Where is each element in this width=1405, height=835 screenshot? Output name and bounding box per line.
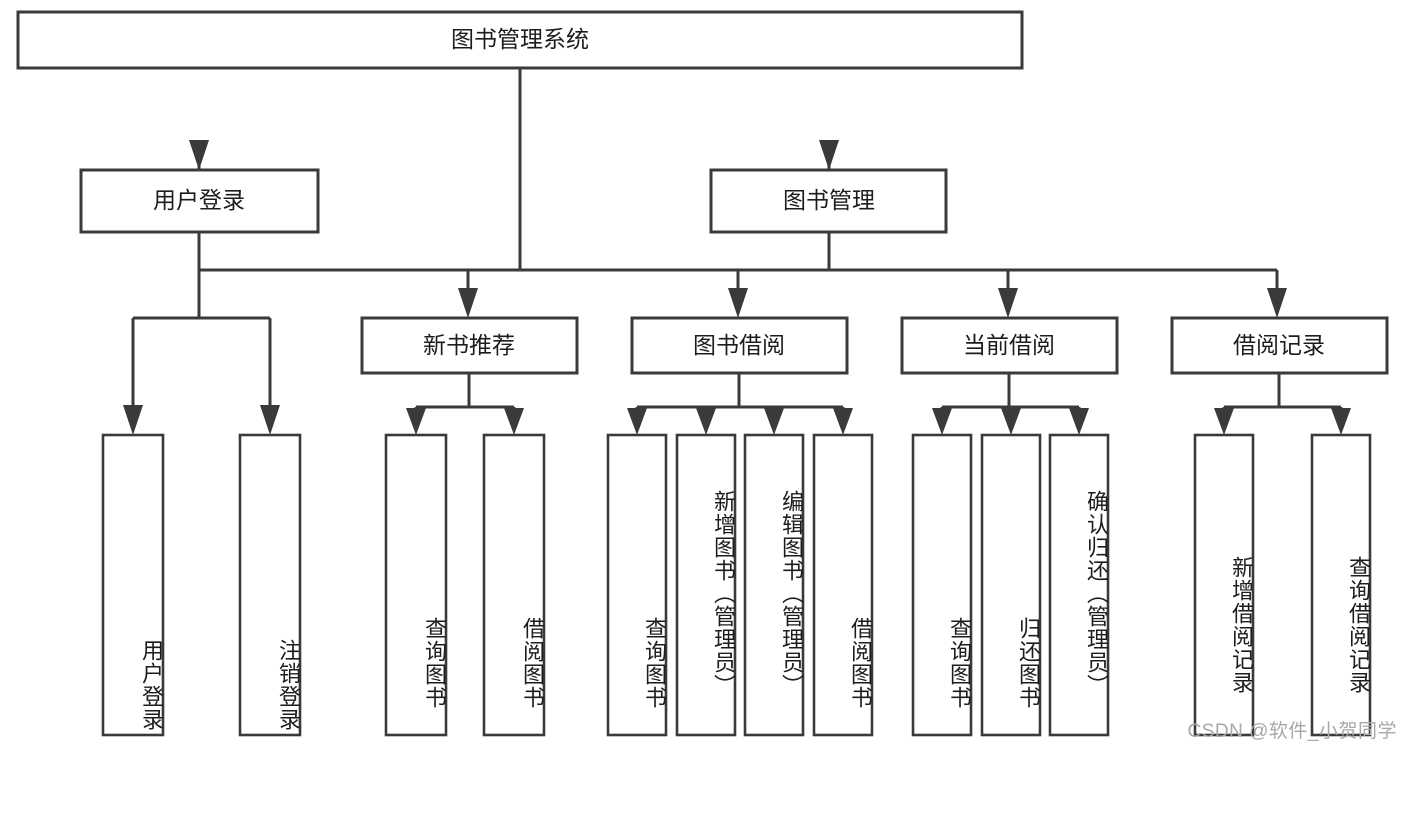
leaf-box-query-book-2[interactable]	[606, 433, 668, 737]
arrowhead-leaf-logout	[260, 405, 280, 435]
arrowhead-bb-leaf1	[627, 408, 647, 435]
borrow-record-box[interactable]	[1170, 316, 1389, 375]
arrowhead-book-manage	[819, 140, 839, 170]
arrowhead-borrow-record	[1267, 288, 1287, 318]
book-manage-box[interactable]	[709, 168, 948, 234]
arrowhead-newbook-leaf1	[406, 408, 426, 435]
user-login-box[interactable]	[79, 168, 320, 234]
arrowhead-current-borrow	[998, 288, 1018, 318]
node-current-borrow[interactable]: 当前借阅	[900, 316, 1119, 375]
leaf-box-return-book[interactable]	[980, 433, 1042, 737]
arrowhead-leaf-user-login	[123, 405, 143, 435]
leaf-box-borrow-book-1[interactable]	[482, 433, 546, 737]
connector-layer	[123, 68, 1351, 435]
arrowhead-user-login	[189, 140, 209, 170]
leaf-box-borrow-book-2[interactable]	[812, 433, 874, 737]
node-book-borrow[interactable]: 图书借阅	[630, 316, 849, 375]
arrowhead-bb-leaf3	[764, 408, 784, 435]
node-book-manage[interactable]: 图书管理	[709, 168, 948, 234]
leaf-box-edit-book[interactable]	[743, 433, 805, 737]
leaf-box-query-book-3[interactable]	[911, 433, 973, 737]
arrowhead-br-leaf1	[1214, 408, 1234, 435]
book-manage-label: 图书管理	[783, 187, 875, 213]
leaf-box-query-book-1[interactable]	[384, 433, 448, 737]
root-box[interactable]	[16, 10, 1024, 70]
user-login-label: 用户登录	[153, 187, 245, 213]
watermark-text: CSDN @软件_小贺同学	[1187, 721, 1397, 742]
arrowhead-bb-leaf4	[833, 408, 853, 435]
leaf-box-confirm-return[interactable]	[1048, 433, 1110, 737]
arrowhead-new-book	[458, 288, 478, 318]
arrowhead-br-leaf2	[1331, 408, 1351, 435]
book-borrow-label: 图书借阅	[693, 332, 785, 358]
node-user-login[interactable]: 用户登录	[79, 168, 320, 234]
borrow-record-label: 借阅记录	[1233, 332, 1325, 358]
arrowhead-cb-leaf1	[932, 408, 952, 435]
tree-diagram-svg: 图书管理系统 用户登录 图书管理 新书推荐 图书借阅 当前借阅 借阅记录	[16, 10, 1389, 737]
root-label: 图书管理系统	[451, 26, 589, 52]
arrowhead-newbook-leaf2	[504, 408, 524, 435]
book-borrow-box[interactable]	[630, 316, 849, 375]
arrowhead-book-borrow	[728, 288, 748, 318]
leaf-box-logout[interactable]	[238, 433, 302, 737]
arrowhead-cb-leaf2	[1001, 408, 1021, 435]
arrowhead-cb-leaf3	[1069, 408, 1089, 435]
current-borrow-label: 当前借阅	[963, 332, 1055, 358]
leaf-layer	[101, 433, 1372, 737]
leaf-box-user-login[interactable]	[101, 433, 165, 737]
leaf-box-add-book[interactable]	[675, 433, 737, 737]
diagram-canvas: 图书管理系统 用户登录 图书管理 新书推荐 图书借阅 当前借阅 借阅记录	[16, 10, 1397, 742]
leaf-box-add-record[interactable]	[1193, 433, 1255, 737]
arrowhead-bb-leaf2	[696, 408, 716, 435]
current-borrow-box[interactable]	[900, 316, 1119, 375]
new-book-recommend-label: 新书推荐	[423, 332, 515, 358]
node-borrow-record[interactable]: 借阅记录	[1170, 316, 1389, 375]
leaf-box-query-record[interactable]	[1310, 433, 1372, 737]
node-new-book-recommend[interactable]: 新书推荐	[360, 316, 579, 375]
new-book-recommend-box[interactable]	[360, 316, 579, 375]
node-root[interactable]: 图书管理系统	[16, 10, 1024, 70]
